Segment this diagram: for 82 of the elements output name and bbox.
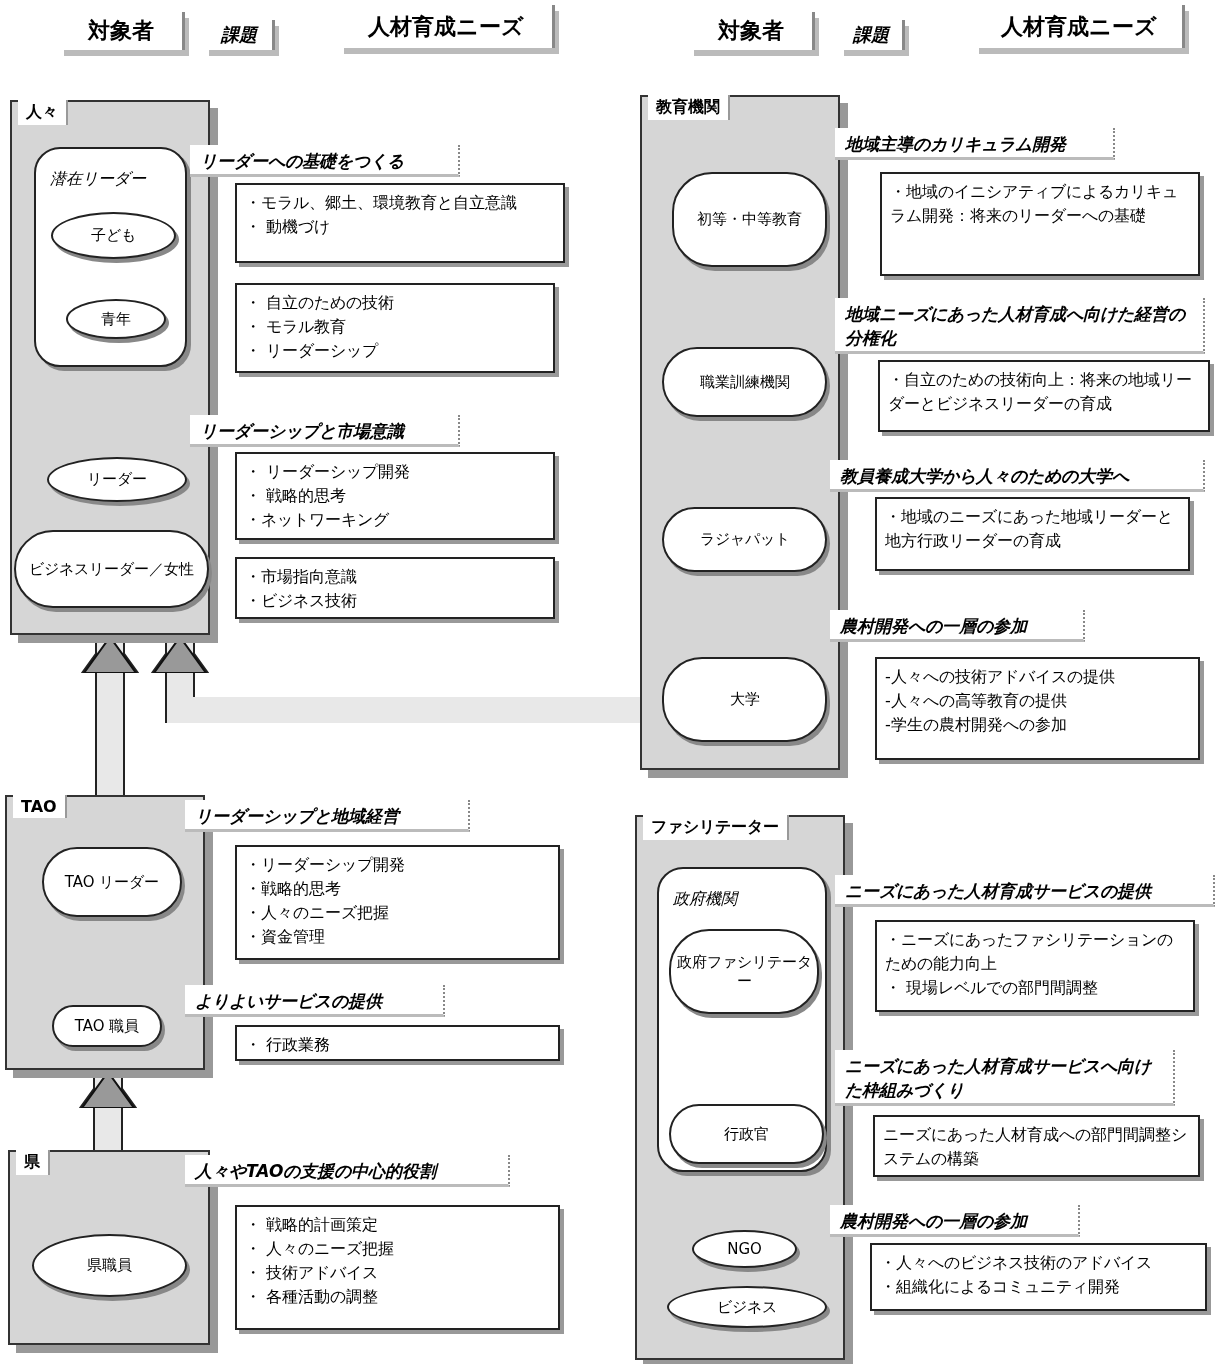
- header-text: 課題: [220, 23, 257, 47]
- actor-label: リーダー: [87, 470, 147, 489]
- list-item: ・ 行政業務: [245, 1034, 332, 1056]
- issue-banner: [185, 985, 445, 1017]
- list-item: ・ 各種活動の調整: [245, 1286, 380, 1308]
- list-item: ・ 技術アドバイス: [245, 1262, 380, 1284]
- list-item: ・資金管理: [245, 926, 326, 948]
- issue-banner: [835, 875, 1215, 907]
- list-item: ・自立のための技術向上：将来の地域リーダーとビジネスリーダーの育成: [888, 369, 1193, 415]
- list-item: ・ リーダーシップ: [245, 340, 380, 362]
- list-item: ・ 戦略的思考: [245, 485, 348, 507]
- header-text: 対象者: [718, 17, 784, 45]
- issue-title: リーダーシップと地域経営: [195, 806, 399, 826]
- actor-label: 県職員: [87, 1256, 132, 1275]
- issue-banner: [190, 145, 460, 177]
- header-text: 課題: [853, 23, 889, 47]
- list-item: ・戦略的思考: [245, 878, 342, 900]
- actor-label: NGO: [727, 1240, 762, 1258]
- list-item: ・ 現場レベルでの部門間調整: [885, 977, 1100, 999]
- list-item: -人々への高等教育の提供: [885, 690, 1068, 712]
- list-item: -人々への技術アドバイスの提供: [885, 666, 1116, 688]
- actor-label: TAO 職員: [74, 1016, 140, 1036]
- panel-title: TAO: [13, 795, 67, 818]
- panel-title: 人々: [18, 100, 68, 125]
- actor-label: ビジネスリーダー／女性: [29, 559, 194, 579]
- list-item: ・地域のイニシアティブによるカリキュラム開発：将来のリーダーへの基礎: [890, 181, 1179, 227]
- issue-banner: [830, 610, 1085, 642]
- issue-title: ニーズにあった人材育成サービスの提供: [845, 881, 1151, 901]
- issue-banner: [190, 415, 460, 447]
- list-item: ・ 自立のための技術: [245, 292, 396, 314]
- list-item: ・ リーダーシップ開発: [245, 461, 412, 483]
- issue-title: リーダーシップと市場意識: [200, 421, 404, 441]
- issue-banner: [185, 800, 470, 832]
- list-item: ・ 人々のニーズ把握: [245, 1238, 396, 1260]
- issue-title: よりよいサービスの提供: [195, 991, 382, 1011]
- issue-title: 地域主導のカリキュラム開発: [845, 134, 1066, 154]
- actor-label: TAO リーダー: [64, 872, 160, 892]
- issue-banner: [830, 460, 1205, 492]
- list-item: ・組織化によるコミュニティ開発: [880, 1276, 1121, 1298]
- list-item: ・ モラル教育: [245, 316, 348, 338]
- actor-label: 政府ファシリテーター: [675, 952, 813, 991]
- list-item: ・モラル、郷土、環境教育と自立意識: [245, 192, 518, 214]
- actor-label: 初等・中等教育: [697, 210, 802, 229]
- header-text: 対象者: [88, 17, 154, 45]
- group-title: 潜在リーダー: [50, 169, 146, 190]
- list-item: ・ビジネス技術: [245, 590, 358, 612]
- list-item: ・地域のニーズにあった地域リーダーと地方行政リーダーの育成: [885, 506, 1174, 552]
- panel-title: 県: [16, 1150, 50, 1175]
- header-text: 人材育成ニーズ: [368, 12, 524, 41]
- issue-banner: [835, 128, 1115, 160]
- list-item: ニーズにあった人材育成への部門間調整システムの構築: [883, 1124, 1188, 1170]
- issue-banner: [830, 1205, 1080, 1237]
- issue-title: ニーズにあった人材育成サービスへ向けた枠組みづくり: [845, 1056, 1151, 1100]
- group-title: 政府機関: [673, 889, 737, 910]
- list-item: ・ 動機づけ: [245, 216, 332, 238]
- list-item: ・人々のニーズ把握: [245, 902, 390, 924]
- list-item: ・ 戦略的計画策定: [245, 1214, 380, 1236]
- actor-label: ビジネス: [717, 1297, 777, 1317]
- issue-title: 農村開発への一層の参加: [840, 616, 1027, 636]
- issue-title: 人々やTAOの支援の中心的役割: [195, 1161, 437, 1181]
- header-text: 人材育成ニーズ: [1000, 12, 1157, 41]
- actor-label: 大学: [729, 690, 760, 709]
- list-item: ・人々へのビジネス技術のアドバイス: [880, 1252, 1153, 1274]
- issue-title: 農村開発への一層の参加: [840, 1211, 1027, 1231]
- list-item: ・リーダーシップ開発: [245, 854, 406, 876]
- list-item: ・市場指向意識: [245, 566, 358, 588]
- list-item: -学生の農村開発への参加: [885, 714, 1068, 736]
- issue-banner: [185, 1155, 510, 1187]
- issue-title: リーダーへの基礎をつくる: [200, 151, 404, 171]
- panel-title: ファシリテーター: [643, 815, 789, 840]
- panel-title: 教育機関: [648, 95, 730, 120]
- actor-label: 行政官: [724, 1124, 769, 1144]
- actor-label: 職業訓練機関: [699, 372, 790, 392]
- issue-title: 地域ニーズにあった人材育成へ向けた経営の分権化: [845, 304, 1185, 348]
- actor-label: 青年: [101, 309, 131, 329]
- list-item: ・ネットワーキング: [245, 509, 390, 531]
- issue-banner: [835, 298, 1205, 354]
- issue-banner: [835, 1050, 1175, 1106]
- actor-label: 子ども: [91, 226, 136, 245]
- actor-label: ラジャパット: [699, 530, 790, 549]
- issue-title: 教員養成大学から人々のための大学へ: [840, 466, 1129, 486]
- list-item: ・ニーズにあったファシリテーションのための能力向上: [885, 929, 1174, 975]
